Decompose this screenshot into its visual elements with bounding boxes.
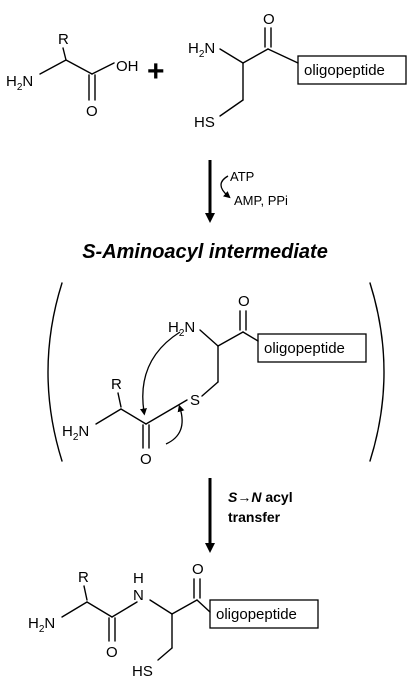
left-bracket (47, 282, 63, 462)
step1-arrow: ATP AMP, PPi (205, 160, 288, 223)
hydroxyl-label: OH (116, 58, 139, 75)
bond (83, 585, 88, 601)
carbonyl-oxygen-label: O (192, 561, 204, 578)
bond (242, 48, 269, 64)
oligopeptide-box (257, 333, 367, 363)
oligopeptide-label: oligopeptide (216, 606, 297, 623)
amide-n-label: N (133, 587, 144, 604)
bond (95, 408, 122, 425)
bond (199, 329, 219, 347)
carbonyl-oxygen-label: O (140, 451, 152, 468)
amine-label: H2N (6, 73, 33, 93)
bond (196, 599, 211, 613)
bond (61, 601, 88, 618)
bond (111, 601, 138, 618)
carbonyl-oxygen-label: O (106, 644, 118, 661)
oligopeptide-box (297, 55, 407, 85)
bond (242, 331, 259, 342)
bond (62, 47, 67, 61)
reactant-amino-acid: R H2N OH O (6, 31, 139, 120)
bond (117, 392, 122, 408)
r-group-label: R (78, 569, 89, 586)
acyl-transfer-label-line1: S→N acyl (228, 489, 293, 505)
atp-label: ATP (230, 169, 254, 184)
bond (86, 601, 113, 618)
carbonyl-oxygen-label: O (86, 103, 98, 120)
right-bracket (369, 282, 385, 462)
amine-label: H2N (62, 423, 89, 443)
amine-label: H2N (28, 615, 55, 635)
reactant-cys-peptide: H2N O HS oligopeptide (188, 11, 407, 131)
plus-sign: + (147, 55, 165, 88)
bond (39, 59, 67, 75)
oligopeptide-label: oligopeptide (264, 340, 345, 357)
bond (201, 381, 219, 397)
r-group-label: R (58, 31, 69, 48)
curved-cofactor-arrow (220, 175, 231, 199)
carbonyl-oxygen-label: O (238, 293, 250, 310)
bond (171, 599, 198, 615)
intermediate-title: S-Aminoacyl intermediate (82, 241, 328, 263)
bond (217, 331, 244, 347)
step2-arrow: S→N acyl transfer (205, 478, 293, 553)
amp-ppi-label: AMP, PPi (234, 193, 288, 208)
bond (219, 48, 244, 64)
nucleophilic-attack-arrow (140, 331, 181, 416)
acyl-transfer-label-line2: transfer (228, 509, 281, 525)
bond (145, 399, 188, 425)
bond (157, 647, 173, 661)
bond (120, 408, 147, 425)
electron-push-arrow (165, 404, 185, 445)
oligopeptide-box (209, 599, 319, 629)
r-group-label: R (111, 376, 122, 393)
bond (267, 48, 299, 64)
amine-label: H2N (188, 40, 215, 60)
amine-label: H2N (168, 319, 195, 339)
bond (91, 62, 115, 75)
bond (149, 599, 173, 615)
intermediate-structure: H2N O oligopeptide S R H2N O (62, 293, 367, 468)
product-structure: R H2N O H N O oligopeptide HS (28, 561, 319, 680)
sulfur-label: S (190, 392, 200, 409)
oligopeptide-label: oligopeptide (304, 62, 385, 79)
bond (219, 99, 244, 117)
thiol-label: HS (132, 663, 153, 680)
amide-h-label: H (133, 570, 144, 587)
bond (65, 59, 93, 75)
carbonyl-oxygen-label: O (263, 11, 275, 28)
thiol-label: HS (194, 114, 215, 131)
